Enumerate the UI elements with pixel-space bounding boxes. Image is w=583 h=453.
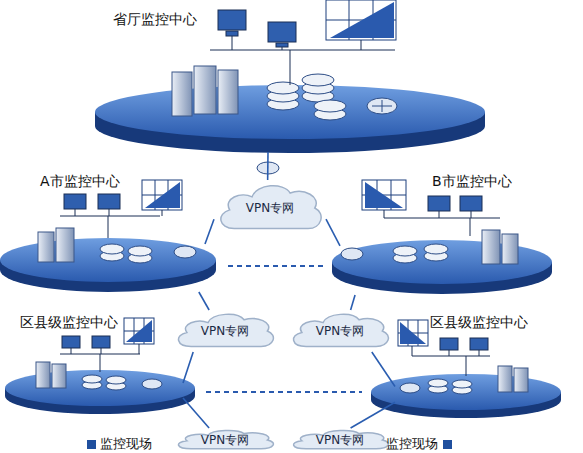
network-label: VPN专网: [287, 324, 393, 339]
network-link: [326, 219, 340, 246]
server-rack: [36, 362, 66, 388]
site-label: 监控现场: [386, 436, 438, 452]
server-rack: [498, 366, 528, 392]
storage-disks: [267, 74, 346, 120]
vpn-cloud: VPN专网: [287, 310, 393, 352]
video-wall: [142, 180, 182, 210]
storage-disks: [428, 379, 472, 394]
platform-disc: [5, 370, 195, 414]
platform-disc: [0, 238, 216, 292]
center-heading: A市监控中心: [40, 172, 120, 190]
site-label: 监控现场: [100, 436, 152, 452]
platform-disc: [332, 240, 552, 294]
network-link: [199, 292, 209, 310]
network-link: [183, 398, 209, 428]
platform-disc: [371, 374, 561, 418]
lan-wire: [412, 346, 490, 376]
network-label: VPN专网: [287, 433, 393, 448]
monitor-workstation: [62, 336, 110, 348]
lan-wire: [210, 36, 395, 85]
monitoring-center: B市监控中心: [340, 172, 555, 295]
lan-wire: [60, 344, 140, 372]
center-heading: 区县级监控中心: [430, 313, 528, 331]
video-wall: [326, 0, 396, 40]
monitor-workstation: [440, 338, 488, 350]
monitor-workstation: [64, 194, 120, 209]
monitoring-center: 省厅监控中心: [95, 8, 485, 152]
server-rack: [172, 66, 238, 116]
network-link: [351, 295, 355, 310]
router: [142, 379, 162, 389]
site-marker: [87, 440, 96, 449]
network-label: VPN专网: [172, 433, 278, 448]
lan-wire: [60, 209, 162, 238]
storage-disks: [100, 244, 152, 263]
center-heading: 省厅监控中心: [113, 10, 197, 28]
router: [174, 246, 196, 258]
vpn-cloud: VPN专网: [172, 428, 278, 452]
platform-disc: [95, 85, 485, 153]
monitoring-center: 区县级监控中心: [8, 313, 183, 413]
video-wall: [398, 320, 428, 346]
network-label: VPN专网: [172, 324, 278, 339]
lan-wire: [384, 210, 500, 236]
vpn-cloud: VPN专网: [172, 310, 278, 352]
server-rack: [38, 228, 74, 262]
monitor-workstation: [218, 10, 296, 47]
monitor-workstation: [428, 196, 482, 211]
network-link: [351, 402, 395, 428]
center-heading: B市监控中心: [432, 172, 512, 190]
center-heading: 区县级监控中心: [20, 313, 118, 331]
vpn-cloud: VPN专网: [287, 428, 393, 452]
storage-disks: [393, 244, 448, 263]
ellipsis-dashes: [206, 391, 362, 393]
storage-disks: [82, 375, 126, 390]
video-wall: [362, 180, 406, 210]
server-rack: [482, 230, 518, 264]
network-link: [205, 219, 214, 244]
ellipsis-dashes: [228, 265, 324, 267]
router: [341, 248, 363, 260]
monitoring-center: 区县级监控中心: [395, 313, 565, 418]
network-link: [267, 152, 269, 180]
vpn-cloud: VPN专网: [214, 180, 326, 236]
network-link: [372, 352, 395, 387]
video-wall: [124, 318, 154, 344]
router: [400, 383, 420, 393]
network-link: [183, 352, 193, 383]
monitoring-center: A市监控中心: [0, 172, 205, 292]
router: [367, 98, 397, 114]
site-marker: [443, 440, 452, 449]
network-label: VPN专网: [214, 201, 326, 216]
